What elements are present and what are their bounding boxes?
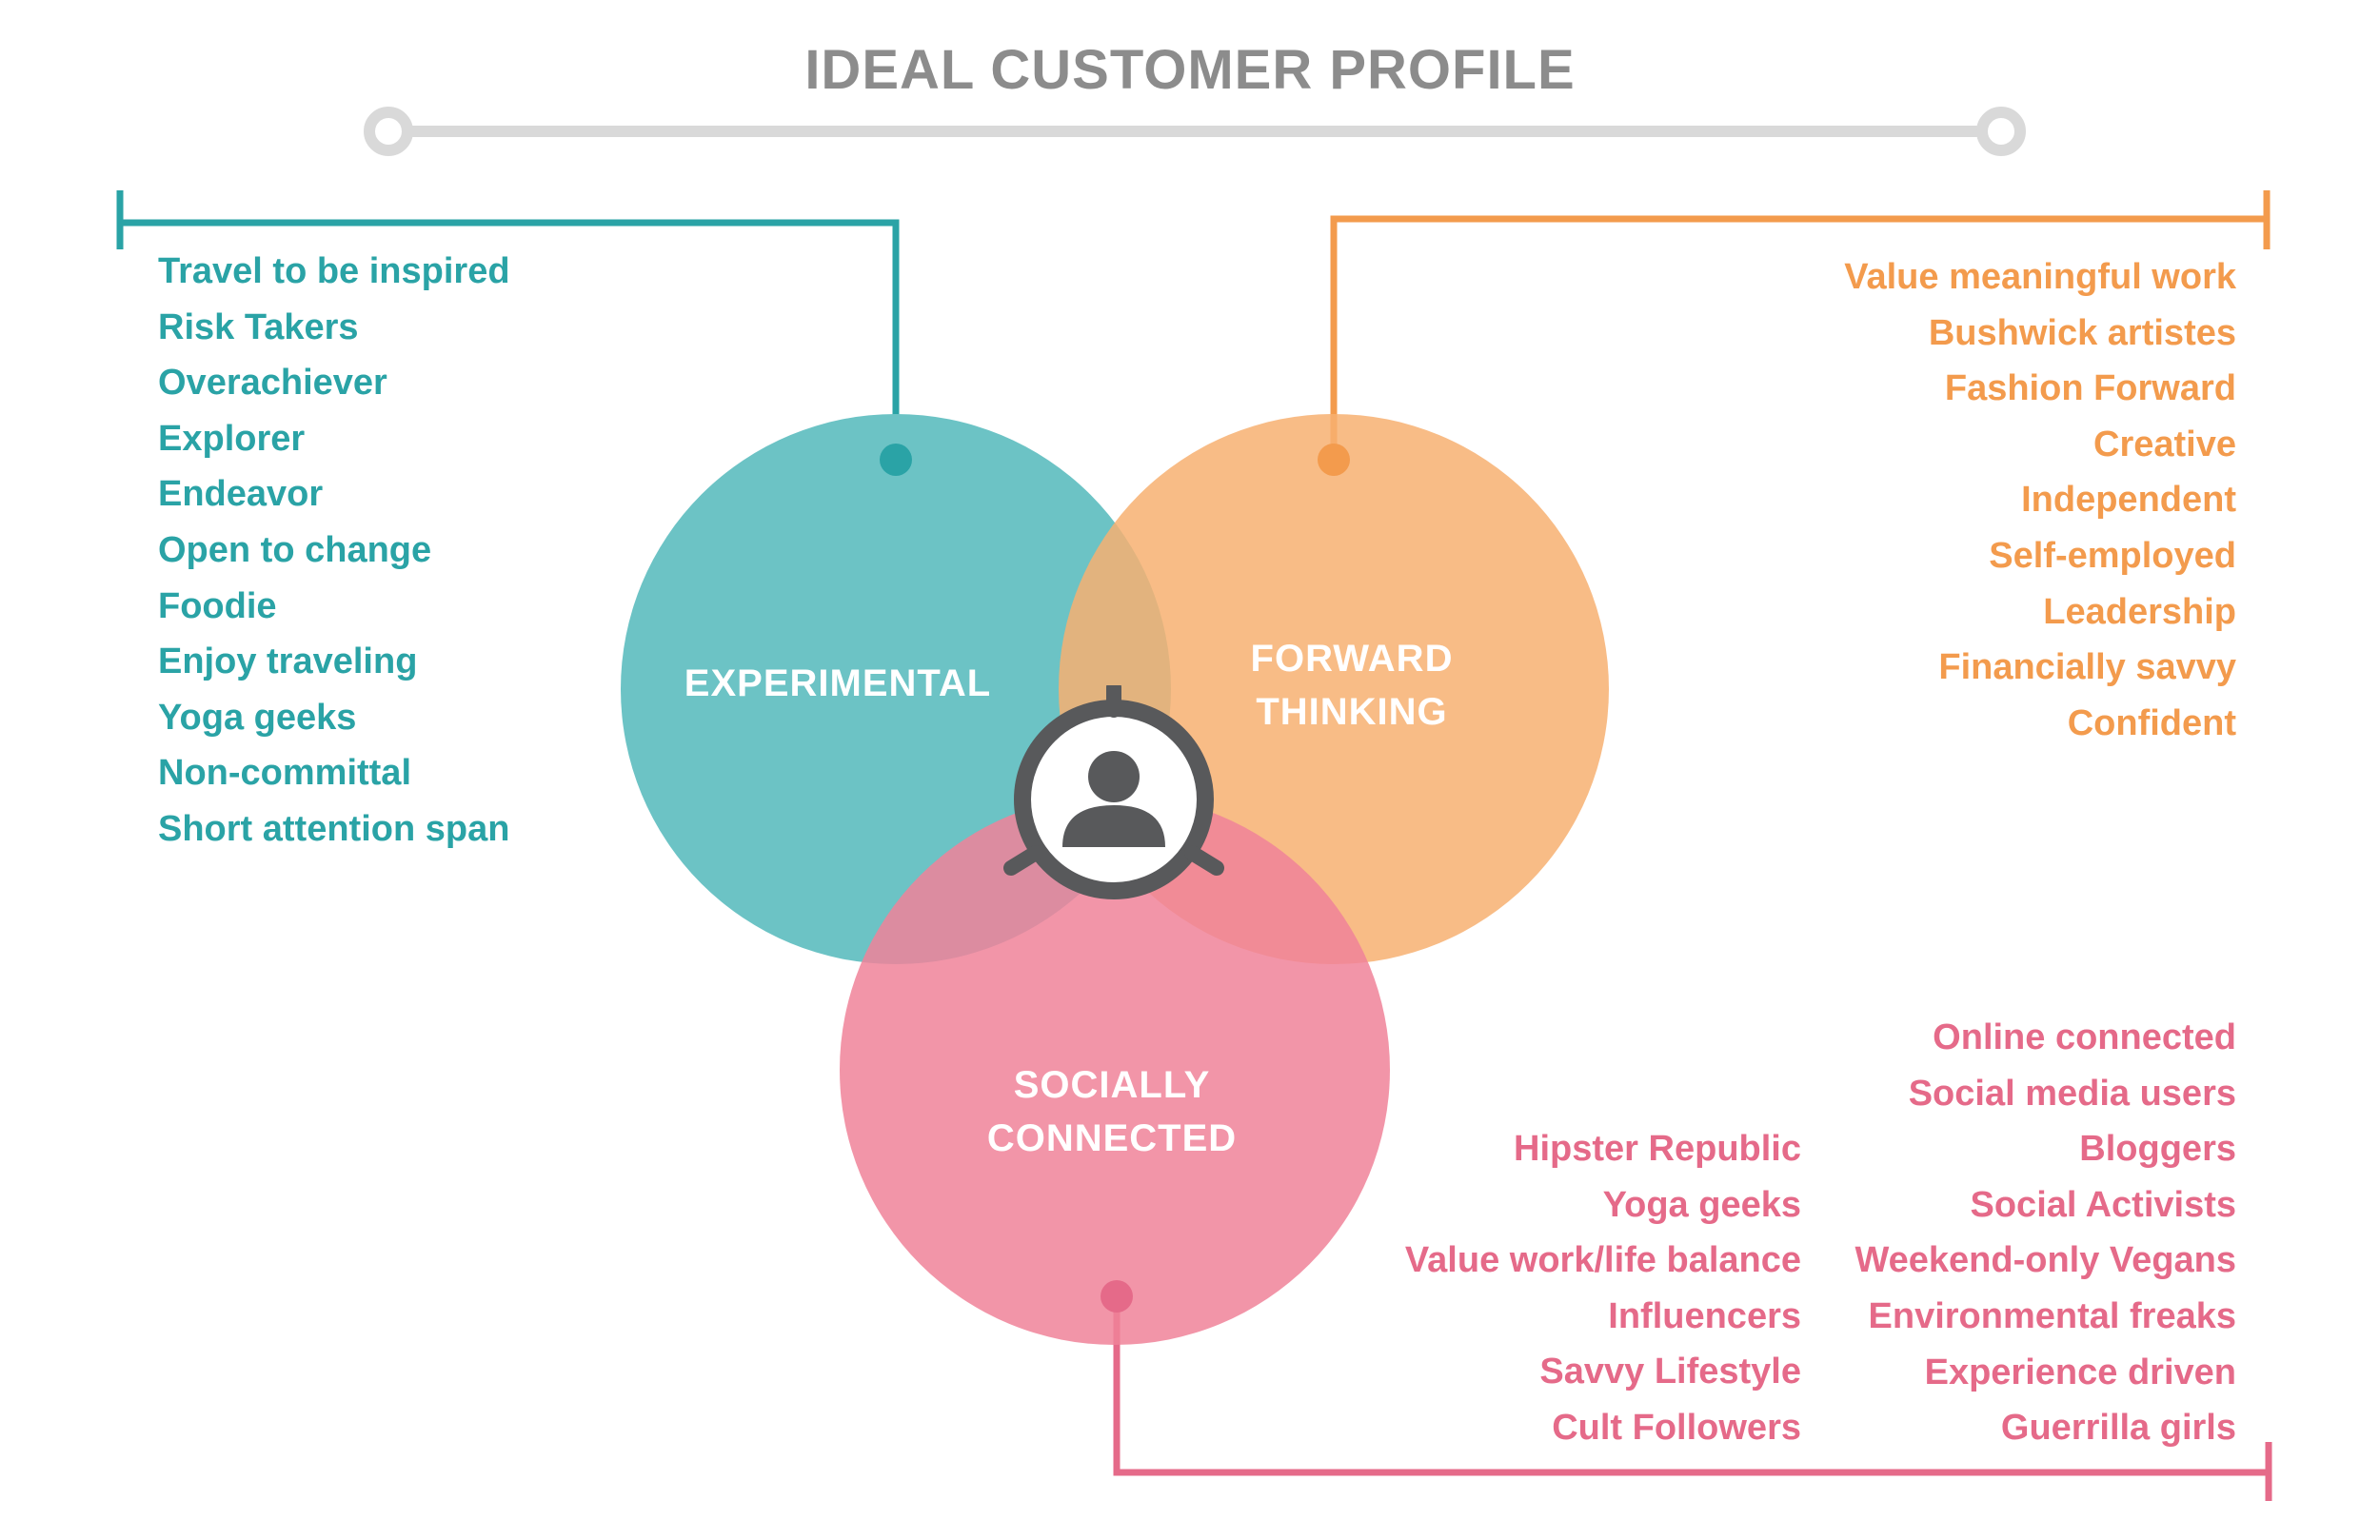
socially-connected-traits-list-b: Online connected Social media users Blog… — [1854, 1010, 2236, 1456]
experimental-circle-label: EXPERIMENTAL — [684, 662, 992, 704]
experimental-connector-dot — [880, 444, 912, 476]
socially-connected-trait: Social Activists — [1970, 1184, 2237, 1225]
forward-thinking-trait: Financially savvy — [1938, 647, 2236, 688]
socially-connected-trait: Influencers — [1608, 1295, 1801, 1336]
forward-thinking-trait: Confident — [2067, 702, 2236, 743]
socially-connected-trait: Value work/life balance — [1404, 1240, 1801, 1281]
socially-connected-trait: Yoga geeks — [1602, 1184, 1801, 1225]
socially-connected-connector — [1113, 1296, 2269, 1476]
socially-connected-trait: Environmental freaks — [1868, 1295, 2236, 1336]
socially-connected-trait: Savvy Lifestyle — [1539, 1352, 1801, 1392]
experimental-trait: Non-committal — [158, 753, 411, 794]
forward-thinking-label-line2: THINKING — [1256, 691, 1448, 733]
experimental-trait: Overachiever — [158, 363, 387, 404]
experimental-trait: Explorer — [158, 418, 306, 459]
socially-connected-traits-list-a: Hipster Republic Yoga geeks Value work/l… — [1405, 1121, 1801, 1456]
experimental-trait: Endeavor — [158, 474, 324, 515]
experimental-trait: Foodie — [158, 585, 277, 626]
forward-thinking-connector — [1330, 215, 2267, 460]
forward-thinking-trait: Self-employed — [1989, 535, 2236, 576]
title-bar-left-knob — [364, 107, 413, 156]
forward-thinking-circle-label: FORWARD THINKING — [1161, 632, 1542, 739]
page-title: IDEAL CUSTOMER PROFILE — [804, 39, 1576, 101]
forward-thinking-trait: Value meaningful work — [1844, 257, 2236, 297]
experimental-traits-list: Travel to be inspired Risk Takers Overac… — [158, 244, 510, 858]
socially-connected-trait: Guerrilla girls — [2000, 1408, 2236, 1449]
forward-thinking-trait: Creative — [2093, 424, 2236, 464]
forward-thinking-label-line1: FORWARD — [1250, 638, 1454, 680]
experimental-trait: Enjoy traveling — [158, 642, 418, 682]
forward-thinking-trait: Bushwick artistes — [1928, 312, 2236, 353]
experimental-trait: Travel to be inspired — [158, 251, 510, 291]
forward-thinking-trait: Leadership — [2043, 591, 2236, 632]
socially-connected-trait: Weekend-only Vegans — [1854, 1240, 2236, 1281]
forward-thinking-connector-dot — [1318, 444, 1350, 476]
experimental-connector — [120, 219, 900, 460]
forward-thinking-trait: Independent — [2021, 480, 2236, 521]
socially-connected-label-line2: CONNECTED — [986, 1117, 1238, 1159]
experimental-trait: Short attention span — [158, 808, 510, 849]
socially-connected-connector-dot — [1101, 1280, 1133, 1313]
socially-connected-circle-label: SOCIALLY CONNECTED — [922, 1058, 1302, 1165]
socially-connected-trait: Cult Followers — [1552, 1407, 1801, 1448]
socially-connected-trait: Bloggers — [2079, 1129, 2236, 1170]
socially-connected-trait: Social media users — [1908, 1073, 2236, 1114]
forward-thinking-traits-list: Value meaningful work Bushwick artistes … — [1844, 249, 2236, 751]
socially-connected-label-line1: SOCIALLY — [1013, 1064, 1211, 1106]
forward-thinking-trait: Fashion Forward — [1944, 368, 2236, 409]
socially-connected-trait: Online connected — [1933, 1017, 2236, 1057]
target-user-icon — [1003, 685, 1224, 899]
socially-connected-circle — [840, 795, 1390, 1345]
title-bar-right-knob — [1976, 107, 2026, 156]
socially-connected-trait: Experience driven — [1924, 1352, 2236, 1392]
socially-connected-trait: Hipster Republic — [1514, 1129, 1801, 1169]
experimental-trait: Open to change — [158, 529, 432, 570]
experimental-trait: Risk Takers — [158, 306, 359, 347]
experimental-trait: Yoga geeks — [158, 697, 357, 738]
